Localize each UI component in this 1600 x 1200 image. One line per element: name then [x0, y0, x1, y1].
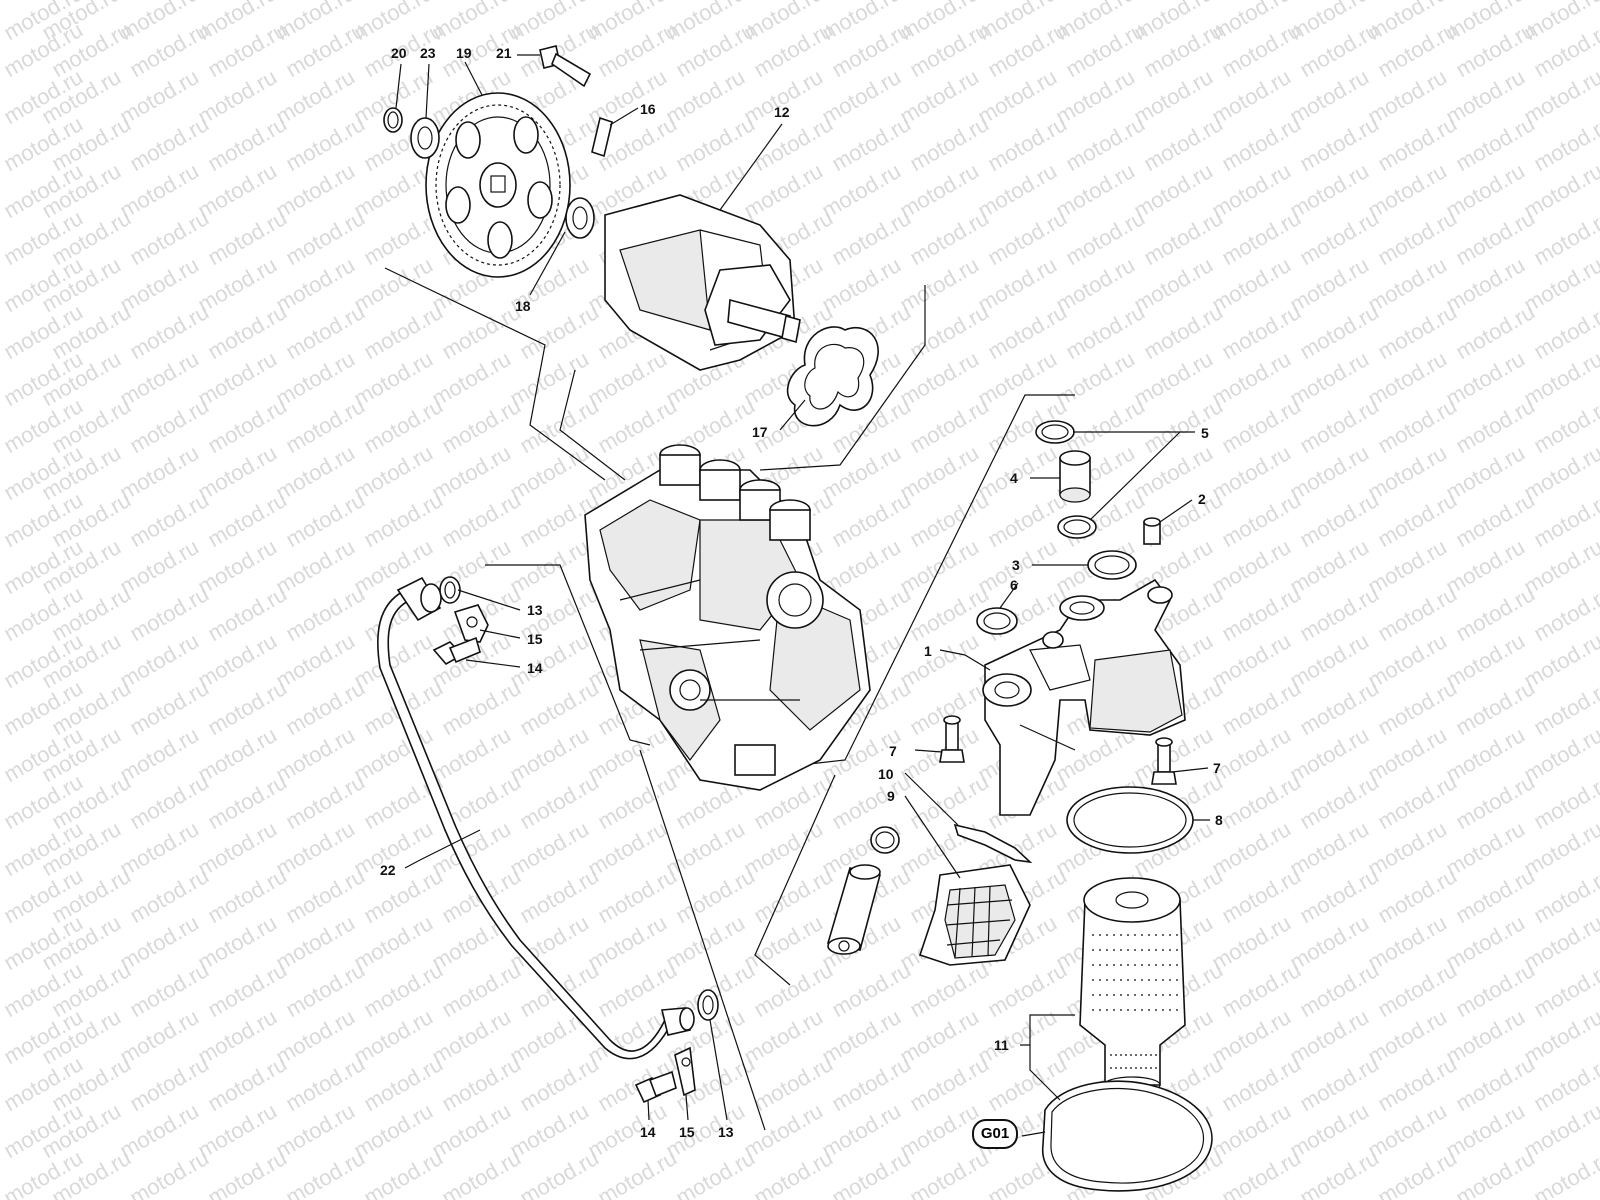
oring-13-bottom	[697, 989, 719, 1021]
callout-22: 22	[380, 862, 396, 878]
callout-12: 12	[774, 104, 790, 120]
oring-5-bottom	[1057, 515, 1097, 539]
callout-11: 11	[994, 1037, 1009, 1053]
callout-10: 10	[878, 766, 894, 782]
callout-8: 8	[1215, 812, 1223, 828]
assembly-outline-lines	[384, 267, 1075, 1131]
oring-5-top	[1035, 420, 1075, 444]
washer-18	[565, 197, 595, 239]
washer-23	[410, 117, 440, 159]
bolt-14-bottom	[634, 1070, 677, 1104]
clip-10	[953, 823, 1033, 864]
callout-9: 9	[887, 788, 895, 804]
bolt-14-top	[432, 636, 481, 666]
callout-13-bottom: 13	[718, 1124, 734, 1140]
reference-badge-g01: G01	[972, 1119, 1018, 1149]
callout-23: 23	[420, 45, 436, 61]
callout-6: 6	[1010, 577, 1018, 593]
filter-housing-1	[982, 578, 1186, 816]
callout-5: 5	[1201, 425, 1209, 441]
callout-14-bottom: 14	[640, 1124, 656, 1140]
oil-pump-body	[604, 194, 801, 371]
callout-18: 18	[515, 298, 531, 314]
oil-pump-gear	[425, 92, 571, 278]
callout-19: 19	[456, 45, 472, 61]
oil-filter-cartridge-11	[1079, 877, 1186, 1094]
oring-3	[1087, 550, 1137, 580]
circlip-20	[383, 107, 403, 133]
filter-gasket-g01	[1041, 1080, 1213, 1192]
callout-21: 21	[496, 45, 512, 61]
pressure-valve	[826, 864, 881, 955]
pin-16	[591, 116, 613, 158]
breather-pipe-22	[377, 576, 695, 1060]
plate-15-bottom	[674, 1046, 696, 1097]
pump-gasket-17	[786, 326, 879, 427]
callout-15-top: 15	[527, 631, 543, 647]
bushing-4	[1059, 450, 1091, 503]
callout-13-top: 13	[527, 602, 543, 618]
oring-8	[1066, 786, 1194, 854]
strainer-9	[918, 864, 1031, 966]
callout-7-left: 7	[889, 743, 897, 759]
callout-20: 20	[391, 45, 407, 61]
callout-3: 3	[1012, 557, 1020, 573]
callout-2: 2	[1198, 491, 1206, 507]
bolt-7-right	[1151, 737, 1177, 785]
oring-small	[870, 826, 900, 854]
callout-16: 16	[640, 101, 656, 117]
bolt-7-left	[939, 715, 965, 763]
oring-6	[976, 607, 1018, 635]
callout-1: 1	[924, 643, 932, 659]
oring-13-top	[439, 576, 461, 604]
callout-4: 4	[1010, 470, 1018, 486]
leader-lines	[395, 54, 1210, 1137]
callout-17: 17	[752, 424, 768, 440]
dowel-2	[1143, 517, 1161, 545]
callout-14-top: 14	[527, 660, 543, 676]
callout-7-right: 7	[1213, 760, 1221, 776]
callout-15-bottom: 15	[679, 1124, 695, 1140]
bolt-21	[539, 45, 592, 88]
plate-15-top	[453, 604, 489, 643]
engine-block	[584, 444, 871, 791]
